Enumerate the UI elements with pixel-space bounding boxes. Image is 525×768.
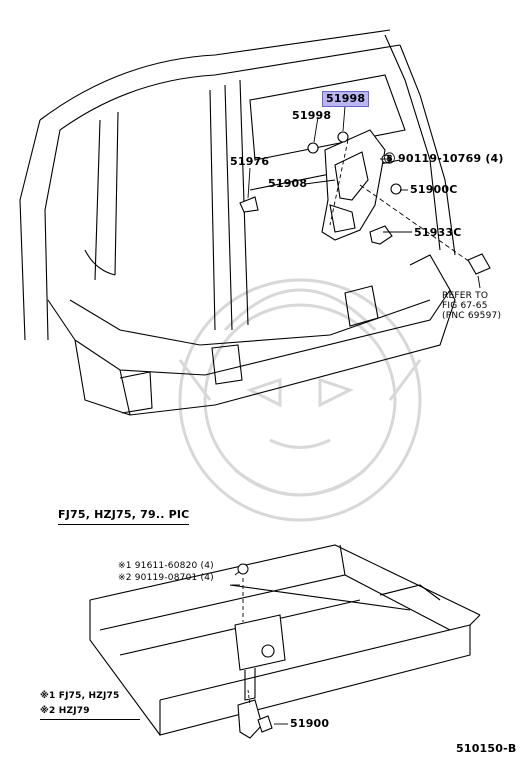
refer-line-1: REFER TO [442,291,489,301]
circled-b-markers [237,563,249,575]
part-51933c[interactable]: 51933C [414,226,462,239]
part-51976[interactable]: 51976 [230,155,270,168]
legend-row-1: ※1 FJ75, HZJ75 [40,691,120,701]
vehicle-rear-drawing [19,29,456,416]
part-51908[interactable]: 51908 [268,177,308,190]
frame-drawing [89,544,481,739]
upper-leader-lines [247,105,481,289]
part-51998[interactable]: 51998 [292,109,332,122]
section-title: FJ75, HZJ75, 79.. PIC [58,509,190,525]
watermark-emblem [178,278,422,522]
spare-tire-bracket [239,129,491,275]
part-51998-highlighted[interactable]: 51998 [322,91,370,107]
figure-id: 510150-B [456,742,517,755]
circled-b-icon: Ⓑ [384,152,396,165]
refer-line-2[interactable]: FIG 67-65 [442,301,488,311]
part-90119-10769[interactable]: 90119-10769 (4) [398,152,504,165]
part-51900[interactable]: 51900 [290,717,330,730]
refer-line-3: (PNC 69597) [442,311,502,321]
callout-bolt-2[interactable]: ※2 90119-08701 (4) [118,573,214,583]
part-51900c[interactable]: 51900C [410,183,458,196]
callout-bolt-1[interactable]: ※1 91611-60820 (4) [118,561,214,571]
legend-row-2: ※2 HZJ79 [40,706,140,720]
